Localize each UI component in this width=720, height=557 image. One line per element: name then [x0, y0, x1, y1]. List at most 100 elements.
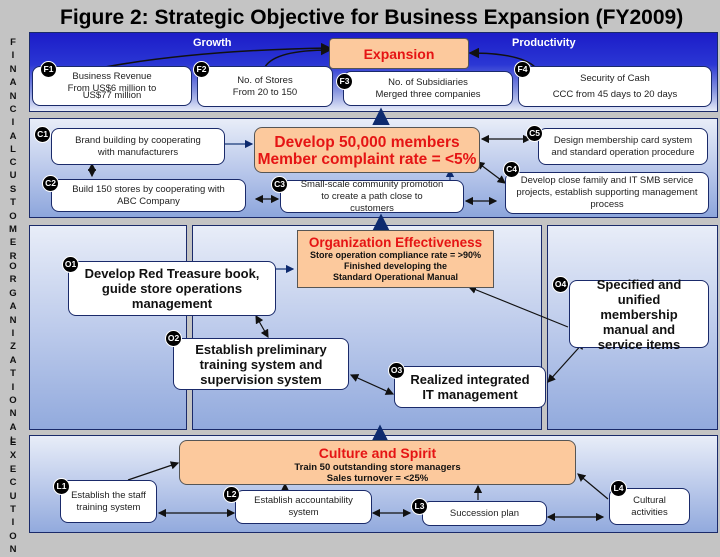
l2-badge: L2	[223, 486, 240, 503]
side-label-letter: N	[9, 314, 17, 326]
side-label-letter: L	[10, 144, 16, 156]
c5-badge: C5	[526, 125, 543, 142]
side-label-letter: R	[9, 274, 17, 286]
side-label-letter: C	[9, 157, 17, 168]
c4-box: Develop close family and IT SMB service …	[505, 172, 709, 214]
side-label-letter: O	[9, 395, 17, 407]
side-label-letter: I	[11, 517, 15, 529]
side-label-letter: R	[9, 250, 17, 262]
side-label-letter: N	[9, 544, 17, 556]
side-label-letter: A	[9, 301, 17, 313]
f1-line3: US$77 million	[82, 89, 142, 101]
side-label-letter: Z	[10, 341, 16, 353]
side-label-letter: N	[9, 408, 17, 420]
c5-box: Design membership card system and standa…	[538, 128, 708, 165]
execution-goal-line1: Train 50 outstanding store managers	[294, 462, 461, 473]
customer-goal-line2: Member complaint rate = <5%	[257, 151, 477, 168]
side-label-letter: I	[11, 328, 15, 340]
organizational-panel-left	[29, 225, 187, 430]
side-label-letter: T	[10, 368, 16, 380]
side-label-letter: S	[9, 183, 17, 195]
side-label-letter: C	[9, 477, 17, 489]
org-goal-line1: Store operation compliance rate = >90%	[309, 250, 482, 260]
l3-box: Succession plan	[422, 501, 547, 526]
side-label-letter: X	[9, 450, 17, 462]
expansion-goal: Expansion	[329, 38, 469, 69]
c3-badge: C3	[271, 176, 288, 193]
side-label-letter: F	[10, 37, 16, 48]
side-label-letter: M	[9, 224, 17, 236]
c1-box: Brand building by cooperating with manuf…	[51, 128, 225, 165]
side-label-letter: E	[9, 237, 17, 249]
org-goal-line2: Finished developing the Standard Operati…	[332, 261, 459, 282]
l4-box: Cultural activities	[609, 488, 690, 525]
f3-box: No. of Subsidiaries Merged three compani…	[343, 71, 513, 106]
side-label-letter: A	[9, 354, 17, 366]
side-label-letter: O	[9, 261, 17, 272]
side-label-letter: A	[9, 77, 17, 89]
f4-badge: F4	[514, 61, 531, 78]
f1-line2: From US$6 million to	[67, 82, 157, 94]
execution-goal: Culture and Spirit Train 50 outstanding …	[179, 440, 576, 485]
side-label-letter: T	[10, 504, 16, 516]
side-label-letter: G	[9, 287, 17, 299]
execution-goal-title: Culture and Spirit	[318, 445, 437, 461]
figure-title: Figure 2: Strategic Objective for Busine…	[60, 6, 684, 29]
side-label-letter: I	[11, 381, 15, 393]
f2-badge: F2	[193, 61, 210, 78]
execution-goal-line2: Sales turnover = <25%	[326, 473, 429, 484]
l4-badge: L4	[610, 480, 627, 497]
o3-box: Realized integrated IT management	[394, 366, 546, 408]
f3-line1: No. of Subsidiaries	[388, 76, 468, 88]
side-label-letter: A	[9, 130, 17, 142]
o4-badge: O4	[552, 276, 569, 293]
customer-goal: Develop 50,000 members Member complaint …	[254, 127, 480, 173]
f4-line2: CCC from 45 days to 20 days	[552, 88, 678, 100]
org-goal-title: Organization Effectiveness	[308, 235, 483, 250]
f2-line2: From 20 to 150	[232, 86, 298, 98]
f4-line1: Security of Cash	[580, 72, 650, 84]
side-label-letter: O	[9, 210, 17, 222]
c2-badge: C2	[42, 175, 59, 192]
o3-badge: O3	[388, 362, 405, 379]
side-label-letter: O	[9, 530, 17, 542]
o2-badge: O2	[165, 330, 182, 347]
l1-box: Establish the staff training system	[60, 480, 157, 523]
f1-badge: F1	[40, 61, 57, 78]
org-goal: Organization Effectiveness Store operati…	[297, 230, 494, 288]
f1-line1: Business Revenue	[72, 70, 152, 82]
c4-badge: C4	[503, 161, 520, 178]
side-label-letter: U	[9, 170, 17, 182]
c3-box: Small-scale community promotion to creat…	[280, 179, 464, 214]
side-label-letter: N	[9, 63, 17, 75]
l2-box: Establish accountability system	[235, 490, 372, 524]
side-label-letter: T	[10, 197, 16, 209]
customer-goal-line1: Develop 50,000 members	[274, 134, 460, 151]
side-label-letter: I	[11, 50, 15, 62]
o4-box: Specified and unified membership manual …	[569, 277, 709, 352]
l3-badge: L3	[411, 498, 428, 515]
o2-box: Establish preliminary training system an…	[173, 338, 349, 390]
c1-badge: C1	[34, 126, 51, 143]
side-label-letter: E	[9, 463, 17, 475]
o1-badge: O1	[62, 256, 79, 273]
side-label-letter: N	[9, 90, 17, 102]
c2-box: Build 150 stores by cooperating with ABC…	[51, 179, 246, 212]
f2-box: No. of Stores From 20 to 150	[197, 66, 333, 107]
side-label-letter: U	[9, 490, 17, 502]
side-label-letter: A	[9, 421, 17, 433]
productivity-header: Productivity	[512, 37, 576, 49]
f3-badge: F3	[336, 73, 353, 90]
f2-line1: No. of Stores	[237, 74, 293, 86]
side-label-letter: C	[9, 104, 17, 116]
f1-box: Business Revenue From US$6 million to US…	[32, 66, 192, 106]
side-label-letter: I	[11, 117, 15, 129]
f3-line2: Merged three companies	[375, 88, 481, 100]
growth-header: Growth	[193, 37, 232, 49]
expansion-goal-title: Expansion	[363, 46, 435, 62]
l1-badge: L1	[53, 478, 70, 495]
f4-box: Security of Cash CCC from 45 days to 20 …	[518, 66, 712, 107]
side-label-letter: E	[9, 437, 17, 448]
